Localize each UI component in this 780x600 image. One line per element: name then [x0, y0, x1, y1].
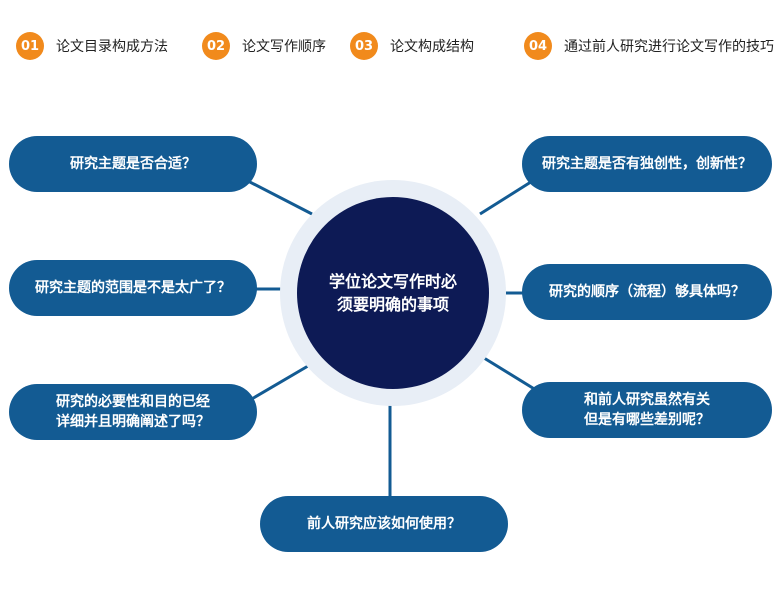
tab-04[interactable]: 04 通过前人研究进行论文写作的技巧: [524, 32, 774, 60]
tab-number-badge: 01: [16, 32, 44, 60]
node-text: 研究的顺序（流程）够具体吗？: [549, 284, 745, 300]
central-topic-text: 学位论文写作时必 须要明确的事项: [318, 270, 468, 316]
node-text: 和前人研究虽然有关 但是有哪些差别呢？: [584, 390, 710, 430]
tab-number-badge: 02: [202, 32, 230, 60]
node-text: 研究主题是否合适？: [70, 156, 196, 172]
central-topic-line: 须要明确的事项: [336, 295, 449, 314]
tab-01[interactable]: 01 论文目录构成方法: [16, 32, 168, 60]
node-text-line: 但是有哪些差别呢？: [584, 412, 710, 428]
tab-number-badge: 03: [350, 32, 378, 60]
section-tabs: 01 论文目录构成方法 02 论文写作顺序 03 论文构成结构 04 通过前人研…: [0, 32, 780, 60]
node-text: 研究主题的范围是不是太广了？: [35, 280, 231, 296]
tab-label: 论文目录构成方法: [56, 39, 168, 55]
tab-03[interactable]: 03 论文构成结构: [350, 32, 474, 60]
node-text-line: 研究的必要性和目的已经: [56, 394, 210, 410]
node-text: 研究主题是否有独创性，创新性？: [542, 156, 752, 172]
connector-left-top: [245, 178, 313, 216]
node-left-middle: 研究主题的范围是不是太广了？: [9, 260, 257, 316]
node-text-line: 详细并且明确阐述了吗？: [56, 414, 210, 430]
node-left-bottom: 研究的必要性和目的已经 详细并且明确阐述了吗？: [9, 384, 257, 440]
central-topic-line: 学位论文写作时必: [328, 272, 457, 291]
tab-02[interactable]: 02 论文写作顺序: [202, 32, 326, 60]
connector-right-bottom: [483, 356, 537, 392]
node-right-middle: 研究的顺序（流程）够具体吗？: [522, 264, 772, 320]
node-right-top: 研究主题是否有独创性，创新性？: [522, 136, 772, 192]
connector-right-top: [479, 178, 535, 216]
node-text-line: 和前人研究虽然有关: [584, 392, 710, 408]
tab-label: 论文写作顺序: [242, 39, 326, 55]
tab-number-badge: 04: [524, 32, 552, 60]
node-text: 前人研究应该如何使用？: [307, 516, 461, 532]
central-topic: 学位论文写作时必 须要明确的事项: [297, 197, 489, 389]
node-bottom: 前人研究应该如何使用？: [260, 496, 508, 552]
node-left-top: 研究主题是否合适？: [9, 136, 257, 192]
connector-left-bottom: [249, 364, 309, 402]
node-text: 研究的必要性和目的已经 详细并且明确阐述了吗？: [56, 392, 210, 432]
tab-label: 通过前人研究进行论文写作的技巧: [564, 39, 774, 55]
tab-label: 论文构成结构: [390, 39, 474, 55]
node-right-bottom: 和前人研究虽然有关 但是有哪些差别呢？: [522, 382, 772, 438]
